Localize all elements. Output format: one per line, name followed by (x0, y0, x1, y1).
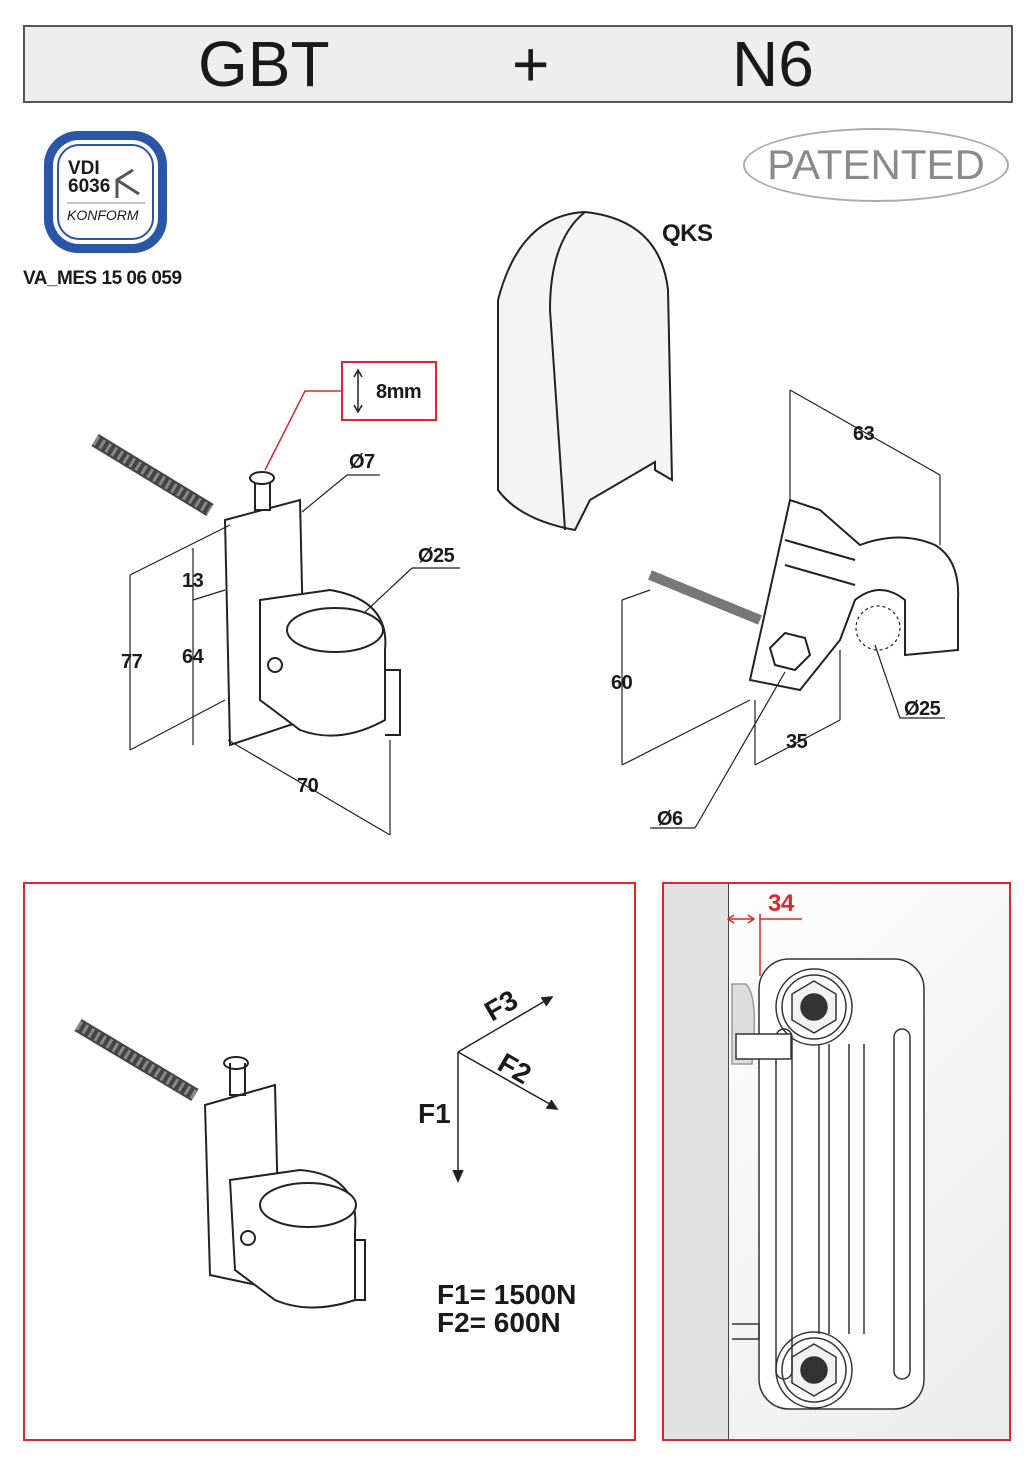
screw-adjust-box: 8mm (341, 361, 437, 421)
product-n6: N6 (732, 28, 814, 100)
certificate-code: VA_MES 15 06 059 (23, 268, 182, 289)
qks-label: QKS (662, 220, 713, 247)
dim-60: 60 (611, 672, 633, 694)
n6-bracket-drawing (648, 498, 960, 692)
right-dimension-lines (621, 389, 945, 829)
gbt-bracket-drawing (91, 434, 401, 747)
load-panel (23, 882, 636, 1441)
left-dimension-lines (129, 474, 460, 836)
wall (664, 884, 729, 1439)
title-bar: GBT + N6 (23, 25, 1013, 103)
screw-adjust-label: 8mm (376, 381, 422, 403)
wall-distance-label: 34 (768, 890, 794, 917)
dim-d7: Ø7 (349, 451, 375, 473)
bracket-perspective-drawing (74, 1018, 366, 1309)
force-f2-value: F2= 600N (437, 1307, 561, 1338)
product-gbt: GBT (198, 28, 330, 100)
dim-77: 77 (121, 651, 143, 673)
installation-panel: 34 (662, 882, 1011, 1441)
dim-13: 13 (182, 570, 204, 592)
logo-konform: KONFORM (67, 207, 139, 223)
logo-vdi: VDI (68, 158, 100, 179)
dim-70: 70 (297, 775, 319, 797)
dim-d25-left: Ø25 (418, 545, 455, 567)
radiator-drawing (726, 914, 925, 1410)
arrow-icon (67, 168, 145, 204)
vdi-logo: VDI 6036 KONFORM (44, 131, 167, 253)
dim-35: 35 (786, 731, 808, 753)
force-f1-value: F1= 1500N (437, 1279, 577, 1310)
patented-badge: PATENTED (743, 128, 1009, 202)
dim-63: 63 (853, 423, 875, 445)
dim-d6: Ø6 (657, 808, 683, 830)
dim-d25-right: Ø25 (904, 698, 941, 720)
force-arrows (452, 996, 559, 1183)
qks-cover-drawing (497, 210, 674, 532)
plus-sign: + (512, 28, 550, 100)
force-f1-label: F1 (418, 1098, 451, 1129)
dim-64: 64 (182, 646, 204, 668)
logo-6036: 6036 (68, 176, 111, 197)
